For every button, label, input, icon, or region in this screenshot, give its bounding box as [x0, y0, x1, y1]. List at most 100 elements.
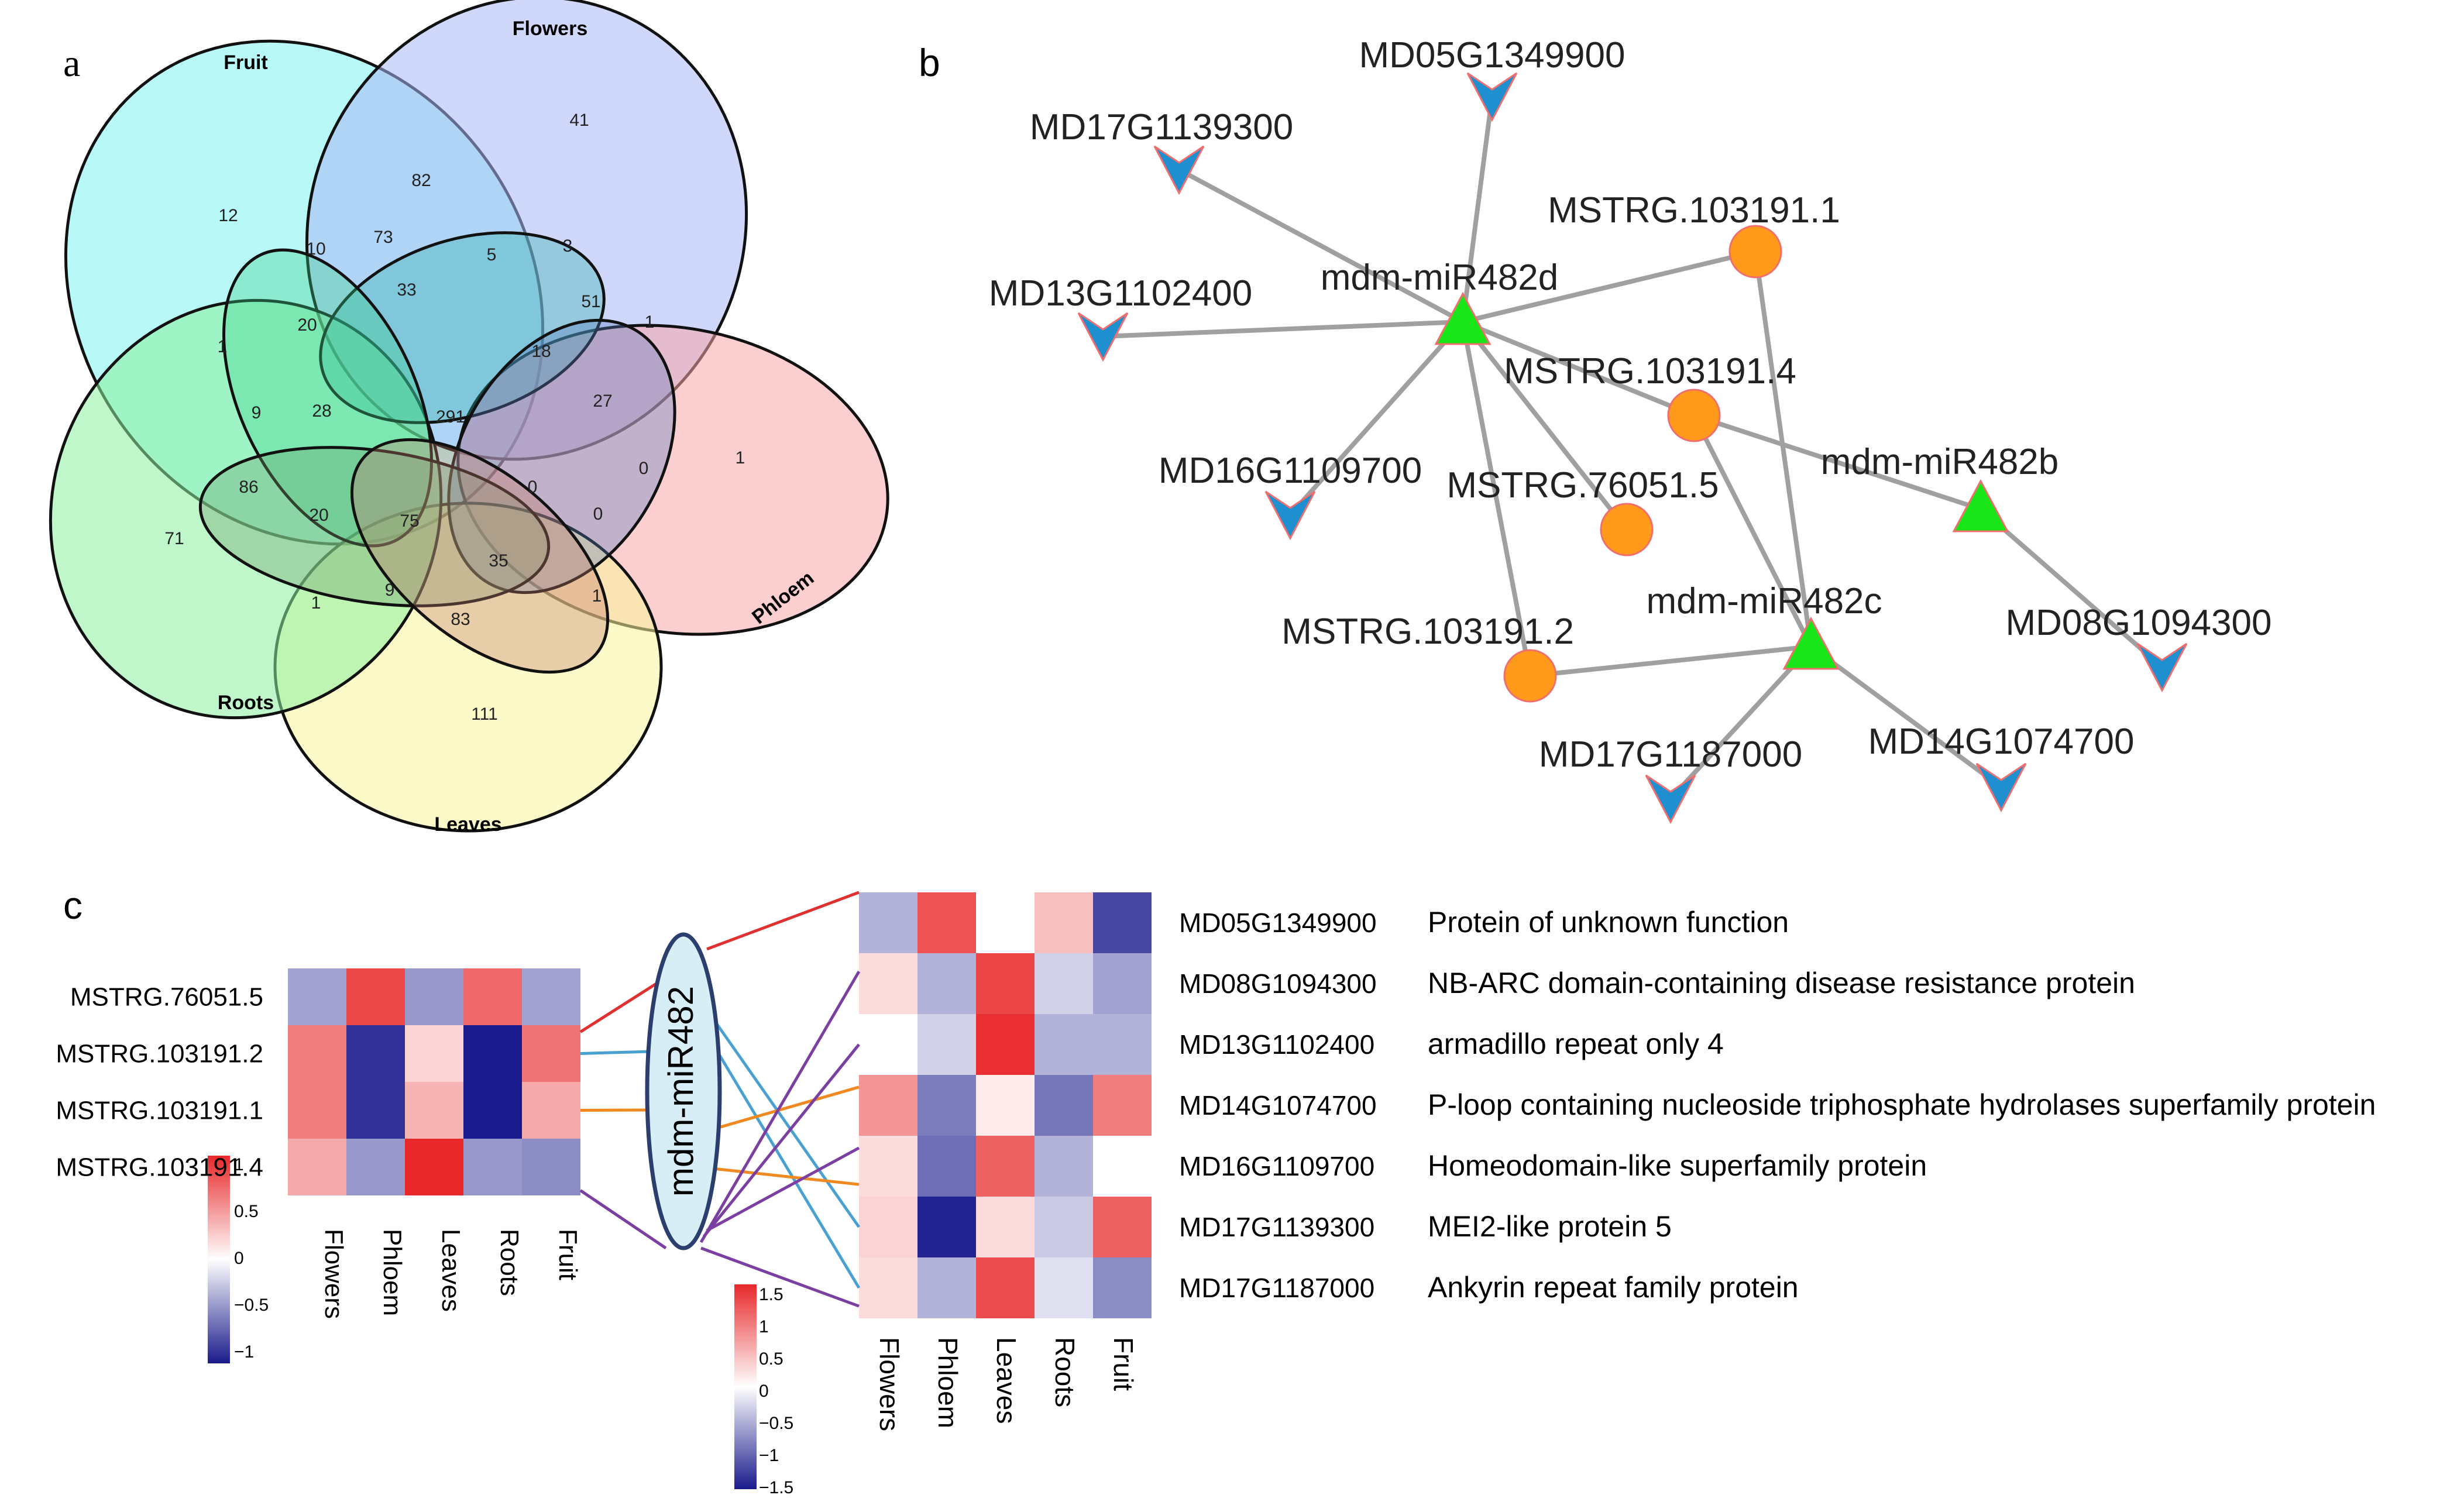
colorbar-right-tick: −1: [759, 1446, 779, 1465]
heatmap-left-cell: [288, 1025, 346, 1082]
heatmap-right-cell: [976, 1014, 1035, 1075]
heatmap-right-row-label: MD14G1074700: [1179, 1090, 1377, 1121]
venn-petal-3: [447, 318, 676, 595]
heatmap-right-cell: [917, 1075, 976, 1136]
heatmap-right-cell: [976, 1257, 1035, 1318]
network-node-label: MSTRG.103191.2: [1281, 611, 1574, 652]
venn-count: 1: [311, 593, 321, 613]
panel-a-label: a: [63, 42, 80, 85]
connector-line: [712, 1167, 860, 1186]
venn-count: 0: [593, 504, 603, 524]
colorbar-left-tick: 0.5: [234, 1202, 259, 1221]
venn-count: 20: [297, 315, 317, 335]
heatmap-right-cell: [1035, 1014, 1093, 1075]
connector-line: [580, 1108, 649, 1112]
network-node-label: mdm-miR482b: [1821, 442, 2059, 482]
heatmap-left-row-label: MSTRG.103191.2: [56, 1040, 263, 1068]
venn-count: 33: [397, 280, 416, 300]
gene-description: P-loop containing nucleoside triphosphat…: [1428, 1088, 2376, 1121]
heatmap-right-cell: [1035, 1197, 1093, 1257]
connector-line: [706, 891, 860, 951]
venn-count: 0: [639, 459, 649, 478]
venn-count: 1: [218, 337, 228, 356]
heatmap-right-cell: [917, 892, 976, 953]
heatmap-right-cell: [917, 953, 976, 1014]
panel-b-label: b: [919, 41, 940, 84]
network-node-label: mdm-miR482d: [1321, 257, 1559, 298]
gene-target-node: [1153, 145, 1205, 195]
venn-label-roots: Roots: [218, 692, 274, 714]
venn-label-leaves: Leaves: [434, 813, 501, 836]
network-node-label: MSTRG.103191.4: [1504, 351, 1796, 391]
heatmap-right-cell: [1035, 1075, 1093, 1136]
heatmap-right-cell: [1093, 1136, 1152, 1197]
network-edge: [1288, 320, 1465, 517]
heatmap-left-row-label: MSTRG.103191.4: [56, 1153, 263, 1182]
venn-set-roots: [49, 298, 443, 720]
gene-target-node: [1975, 762, 2027, 813]
center-mirna-label: mdm-miR482: [661, 986, 700, 1197]
heatmap-right-cell: [917, 1257, 976, 1318]
venn-label-flowers: Flowers: [513, 18, 587, 40]
gene-description: MEI2-like protein 5: [1428, 1210, 1672, 1243]
venn-count: 10: [306, 239, 325, 259]
colorbar-right-tick: 0: [759, 1382, 769, 1401]
heatmap-right-cell: [1093, 892, 1152, 953]
heatmap-right-cell: [859, 1197, 917, 1257]
network-node-label: MD17G1187000: [1539, 734, 1802, 775]
interaction-network: mdm-miR482dmdm-miR482bmdm-miR482cMSTRG.1…: [989, 35, 2272, 824]
colorbar-right-tick: 0.5: [759, 1349, 783, 1369]
connector-line: [716, 1050, 861, 1289]
heatmap-left-cell: [288, 1139, 346, 1195]
heatmap-left-row-label: MSTRG.76051.5: [70, 983, 263, 1012]
heatmap-right-cell: [859, 1014, 917, 1075]
venn-count: 9: [252, 403, 262, 422]
heatmap-left-cell: [463, 1025, 522, 1082]
gene-target-node: [1264, 490, 1316, 541]
network-node-label: MD13G1102400: [989, 273, 1252, 314]
connector-line: [580, 1050, 652, 1055]
venn-petal-2: [222, 248, 433, 548]
heatmap-right-col-label: Flowers: [874, 1337, 905, 1431]
connector-line: [706, 1146, 860, 1232]
connector-line: [579, 980, 661, 1033]
heatmap-right-cell: [859, 1136, 917, 1197]
network-edge: [1460, 96, 1494, 322]
heatmap-left-col-label: Leaves: [437, 1229, 465, 1312]
venn-count: 73: [373, 228, 393, 247]
heatmap-right-cell: [976, 892, 1035, 953]
network-edge: [1530, 644, 1812, 678]
heatmap-right-cell: [1035, 953, 1093, 1014]
venn-count: 12: [218, 206, 238, 225]
heatmap-right-cell: [1093, 1075, 1152, 1136]
venn-count: 28: [312, 401, 331, 421]
heatmap-left-cell: [522, 1025, 580, 1082]
heatmap-right-cell: [1035, 1257, 1093, 1318]
heatmap-right-cell: [976, 1136, 1035, 1197]
heatmap-right-row-label: MD08G1094300: [1179, 968, 1377, 999]
network-edge: [1979, 507, 2164, 669]
lncrna-node: [1667, 389, 1721, 442]
venn-count: 75: [400, 511, 419, 531]
gene-target-node: [2136, 642, 2188, 693]
venn-diagram: Fruit Flowers Phloem Leaves Roots 12 82 …: [49, 0, 889, 836]
network-node-label: MD14G1074700: [1868, 721, 2135, 762]
network-edge: [1669, 645, 1813, 800]
colorbar-left-tick: 0: [234, 1249, 244, 1268]
heatmap-left-row-label: MSTRG.103191.1: [56, 1097, 263, 1125]
network-edge: [1462, 319, 1695, 418]
center-mirna-ellipse: [645, 932, 722, 1250]
heatmap-right-cell: [859, 892, 917, 953]
heatmap-right-cell: [917, 1197, 976, 1257]
heatmap-right-cell: [1093, 1257, 1152, 1318]
mirna-node: [1782, 616, 1840, 670]
network-node-label: MD08G1094300: [2006, 603, 2272, 643]
heatmap-right-cell: [1093, 1197, 1152, 1257]
heatmap-left-col-label: Roots: [495, 1229, 524, 1296]
mirna-node: [1434, 291, 1492, 345]
venn-count: 71: [164, 529, 184, 548]
heatmap-left-cell: [288, 968, 346, 1025]
left-colorbar: [208, 1156, 230, 1363]
network-node-label: MD16G1109700: [1159, 451, 1422, 491]
